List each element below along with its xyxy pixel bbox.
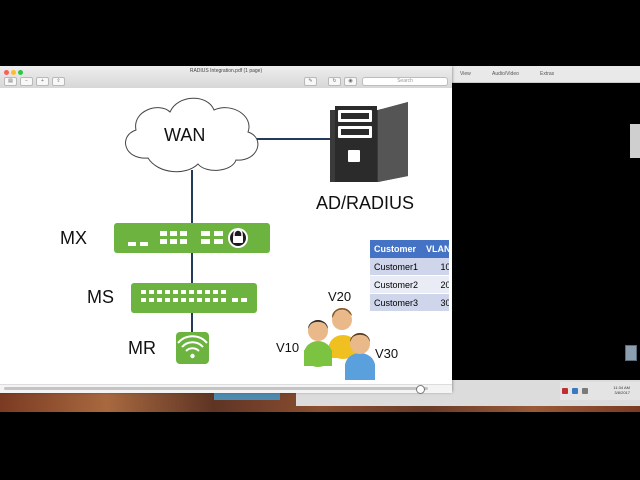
zoom-in-icon[interactable]: + [36, 77, 49, 86]
table-row: Customer2 20 [370, 275, 449, 294]
background-video-window [452, 66, 640, 392]
markup-icon[interactable]: ✎ [304, 77, 317, 86]
dock-strip [214, 392, 280, 400]
table-cell-vlan: 20 [422, 275, 449, 294]
background-window-scrollbar[interactable] [630, 124, 640, 158]
server-label: AD/RADIUS [316, 193, 415, 213]
table-cell-customer: Customer3 [370, 293, 423, 312]
column-header-vlan: VLAN [422, 240, 449, 258]
search-input[interactable]: Search [362, 77, 448, 86]
v10-label: V10 [276, 340, 300, 355]
table-cell-vlan: 30 [422, 293, 449, 312]
clock-time: 11:34 AM [613, 385, 630, 390]
mx-label: MX [60, 228, 87, 248]
mx-appliance-icon [114, 223, 270, 253]
vlan-table-container: Customer VLAN Customer1 10 Customer2 20 … [370, 240, 449, 313]
wan-cloud-icon [125, 97, 259, 173]
scrollbar-thumb[interactable] [4, 387, 428, 390]
taskbar: 11:34 AM 3/8/2017 [560, 382, 640, 400]
clock: 11:34 AM 3/8/2017 [613, 385, 630, 395]
wan-label: WAN [164, 125, 206, 145]
mr-label: MR [128, 338, 156, 358]
clock-date: 3/8/2017 [614, 390, 630, 395]
share-icon[interactable]: ⇧ [52, 77, 65, 86]
vlan-table: Customer VLAN Customer1 10 Customer2 20 … [370, 240, 449, 312]
menu-audio-video[interactable]: Audio/Video [492, 71, 519, 77]
v30-label: V30 [375, 346, 399, 361]
window-title: RADIUS Integration.pdf (1 page) [189, 68, 263, 74]
table-cell-customer: Customer1 [370, 258, 423, 276]
server-icon [330, 102, 408, 182]
zoom-out-icon[interactable]: − [20, 77, 33, 86]
side-handle[interactable] [625, 345, 637, 361]
table-row: Customer1 10 [370, 258, 449, 276]
speaker-icon[interactable] [582, 388, 588, 394]
users-group-icon [304, 307, 375, 380]
rotate-icon[interactable]: ↻ [328, 77, 341, 86]
mr-access-point-icon [176, 332, 209, 364]
ms-switch-icon [131, 283, 257, 313]
table-cell-customer: Customer2 [370, 275, 423, 294]
minimize-button[interactable] [11, 70, 16, 75]
v20-label: V20 [328, 289, 352, 304]
menu-extras[interactable]: Extras [540, 71, 555, 77]
close-button[interactable] [4, 70, 9, 75]
ms-label: MS [87, 287, 114, 307]
network-diagram [114, 97, 408, 380]
cursor-ring-icon [416, 385, 425, 394]
column-header-customer: Customer [370, 240, 423, 258]
mail-icon[interactable] [562, 388, 568, 394]
flag-icon [572, 388, 578, 394]
horizontal-scrollbar[interactable] [0, 384, 452, 394]
table-row: Customer3 30 [370, 293, 449, 312]
camera-icon[interactable]: ◉ [344, 77, 357, 86]
menu-view[interactable]: View [460, 71, 471, 77]
zoom-button[interactable] [18, 70, 23, 75]
table-cell-vlan: 10 [422, 258, 449, 276]
title-bar: RADIUS Integration.pdf (1 page) ▤ − + ⇧ … [0, 66, 452, 89]
background-window-toolbar: View Audio/Video Extras [452, 66, 640, 83]
sidebar-toggle-icon[interactable]: ▤ [4, 77, 17, 86]
table-header-row: Customer VLAN [370, 240, 449, 258]
